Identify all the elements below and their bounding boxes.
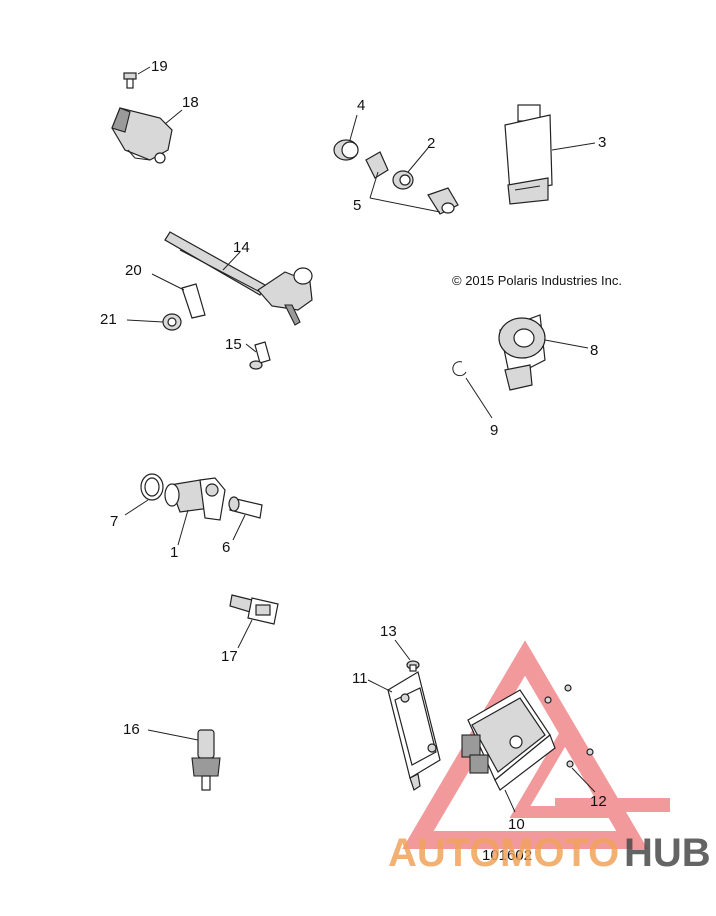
callout-3: 3 [598, 134, 606, 151]
part-21-flange-nut [162, 313, 182, 331]
leader-7 [124, 499, 149, 516]
leader-21 [126, 319, 164, 323]
callout-4: 4 [357, 97, 365, 114]
callout-13: 13 [380, 623, 397, 640]
leader-18 [164, 109, 183, 125]
watermark-word-auto: AUTO [388, 831, 501, 875]
part-18-map-sensor [111, 107, 173, 164]
callout-19: 19 [151, 58, 168, 75]
diagram-number: 101602 [482, 847, 532, 864]
part-7-o-ring [140, 473, 164, 501]
callout-16: 16 [123, 721, 140, 738]
leader-15 [245, 343, 257, 353]
callout-20: 20 [125, 262, 142, 279]
callout-7: 7 [110, 513, 118, 530]
part-16-pressure-switch [191, 729, 221, 791]
part-2-sensor-ring [392, 170, 414, 190]
callout-14: 14 [233, 239, 250, 256]
part-12-screws [544, 684, 594, 768]
leader-1 [177, 509, 189, 546]
leader-6 [232, 514, 246, 541]
leader-12 [571, 767, 596, 793]
copyright-notice: © 2015 Polaris Industries Inc. [452, 273, 622, 288]
part-11-mounting-bracket [387, 671, 441, 791]
callout-17: 17 [221, 648, 238, 665]
callout-18: 18 [182, 94, 199, 111]
part-13-screw [406, 660, 420, 672]
part-15-bolt [249, 341, 271, 370]
part-8-knock-sensor [498, 314, 546, 391]
leader-16 [147, 729, 199, 741]
leader-19 [137, 66, 151, 75]
leader-17 [237, 619, 253, 649]
watermark-word-moto: MOTO [500, 831, 619, 875]
part-10-ecu [461, 689, 556, 791]
leader-20 [151, 273, 185, 291]
part-4-grommet [333, 139, 359, 161]
callout-6: 6 [222, 539, 230, 556]
leader-9 [465, 377, 493, 419]
part-9-retaining-ring [452, 361, 467, 377]
callout-9: 9 [490, 422, 498, 439]
part-20-clip [181, 283, 206, 319]
part-5-sensor-assembly [365, 151, 459, 215]
callout-8: 8 [590, 342, 598, 359]
callout-21: 21 [100, 311, 117, 328]
leader-2 [407, 147, 429, 173]
part-17-temperature-sensor [229, 594, 279, 625]
callout-11: 11 [352, 670, 368, 687]
leader-5a [369, 171, 379, 199]
leader-4 [349, 114, 358, 141]
callout-5: 5 [353, 197, 361, 214]
part-19-bolt [123, 72, 137, 89]
part-3-relay-module [504, 104, 553, 205]
watermark-wordmark: AUTO MOTO HUB [388, 831, 711, 875]
leader-3 [551, 142, 596, 151]
part-6-bolt [228, 496, 263, 519]
callout-1: 1 [170, 544, 178, 561]
callout-12: 12 [590, 793, 607, 810]
leader-13 [394, 639, 411, 661]
callout-10: 10 [508, 816, 525, 833]
leader-14 [222, 251, 241, 271]
callout-2: 2 [427, 135, 435, 152]
leader-8 [544, 339, 589, 349]
part-14-speed-sensor [164, 231, 313, 326]
leader-10 [504, 789, 516, 813]
leader-11 [367, 679, 393, 693]
watermark-word-hub: HUB [624, 831, 711, 875]
callout-15: 15 [225, 336, 242, 353]
part-1-cam-sensor [164, 477, 226, 521]
leader-5b [369, 197, 441, 213]
